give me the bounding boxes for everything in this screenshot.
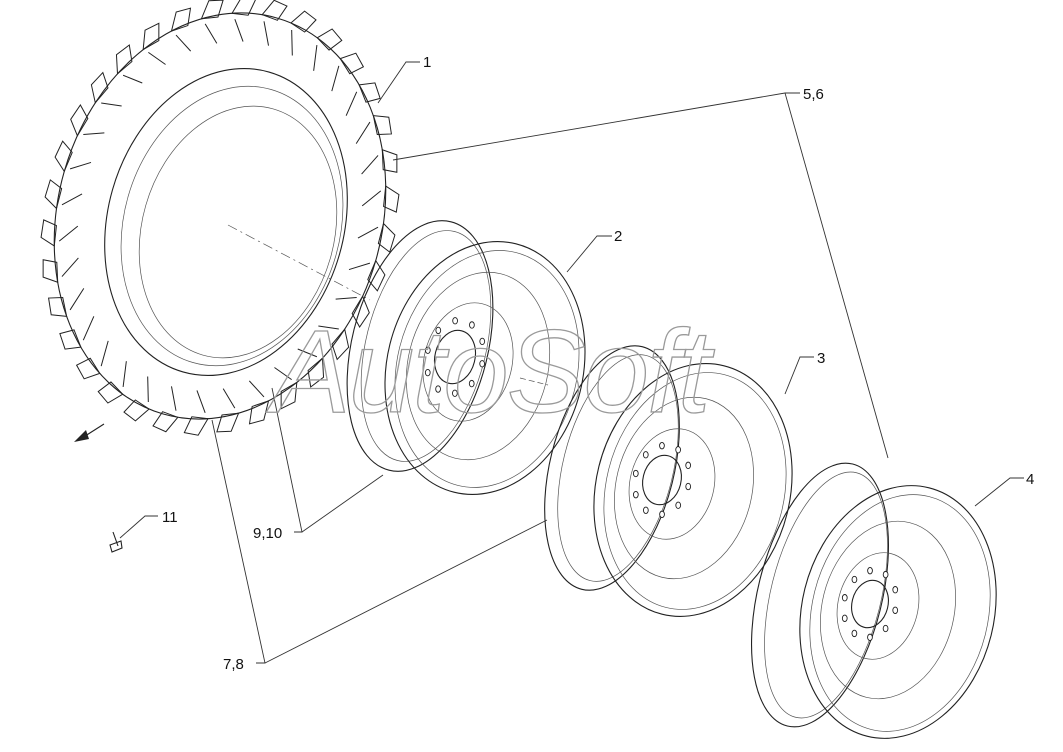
valve-bolt-11 <box>109 531 123 553</box>
tread-lug <box>361 185 400 213</box>
tread-lug <box>290 10 317 56</box>
leader-lines <box>119 61 1024 664</box>
bolt-hole <box>851 629 858 638</box>
tread-lug <box>345 82 381 116</box>
bolt-hole <box>659 510 665 518</box>
tire <box>40 0 400 436</box>
tread-lug <box>231 0 256 42</box>
direction-arrow-icon <box>74 423 105 442</box>
tread-lug <box>48 288 85 317</box>
tread-lug <box>200 0 224 44</box>
tread-lug <box>274 367 298 410</box>
tread-lug <box>70 104 105 137</box>
tread-lug <box>123 376 150 422</box>
bolt-hole <box>435 326 442 335</box>
tread-lug <box>115 44 143 84</box>
callout-7-8: 7,8 <box>223 656 244 673</box>
bolt-hole <box>851 575 858 584</box>
bolt-hole <box>642 451 649 459</box>
callout-5-6: 5,6 <box>803 86 824 103</box>
bolt-hole <box>452 389 458 397</box>
tread-lug <box>261 0 288 46</box>
tread-lug <box>348 259 386 292</box>
tread-lug <box>44 179 83 210</box>
callout-1: 1 <box>423 54 431 71</box>
tread-lug <box>331 52 365 92</box>
bolt-hole <box>675 501 682 509</box>
bolt-hole <box>424 368 431 377</box>
wheel-rim-3 <box>544 345 793 617</box>
bolt-hole <box>892 606 899 614</box>
bolt-hole <box>685 461 692 469</box>
bolt-hole <box>675 446 681 454</box>
callout-9-10: 9,10 <box>253 525 282 542</box>
bolt-hole <box>892 586 899 594</box>
bolt-hole <box>632 491 639 499</box>
tread-lug <box>183 390 209 436</box>
bolt-hole <box>841 594 848 602</box>
tread-lug <box>355 115 392 144</box>
tread-lug <box>97 361 127 404</box>
bolt-hole <box>468 379 475 388</box>
tread-lug <box>152 386 179 433</box>
tread-lug <box>54 140 92 173</box>
callout-4: 4 <box>1026 471 1034 488</box>
tread-lug <box>42 257 79 283</box>
bolt-hole <box>452 317 458 325</box>
tread-lug <box>170 7 192 52</box>
wheel-rim-4 <box>750 462 997 739</box>
callout-3: 3 <box>817 350 825 367</box>
bolt-hole <box>659 442 665 450</box>
tread-lug <box>335 295 370 328</box>
tread-lug <box>357 222 396 253</box>
bolt-hole <box>479 360 486 368</box>
tread-lug <box>142 22 166 65</box>
bolt-hole <box>479 337 486 346</box>
bolt-hole <box>882 570 889 579</box>
bolt-hole <box>643 506 649 514</box>
watermark-text: AutoSoft <box>266 306 715 438</box>
bolt-hole <box>841 614 848 622</box>
bolt-hole <box>867 567 873 575</box>
callout-2: 2 <box>614 228 622 245</box>
tread-lug <box>248 380 270 425</box>
bolt-hole <box>632 469 639 478</box>
bolt-hole <box>469 321 475 329</box>
callout-labels: 1 5,6 2 3 4 9,10 7,8 11 <box>162 54 1034 673</box>
tread-lug <box>75 340 109 380</box>
callout-11: 11 <box>162 509 178 526</box>
tread-lug <box>59 316 95 350</box>
bolt-hole <box>424 346 431 354</box>
wheel-rim-2 <box>346 220 586 495</box>
tread-lug <box>313 28 343 71</box>
bolt-hole <box>867 633 873 641</box>
tread-lug <box>40 219 79 247</box>
bolt-hole <box>882 624 889 633</box>
tread-lug <box>297 348 325 388</box>
tire-tread-lugs <box>40 0 400 436</box>
tread-lug <box>361 149 398 175</box>
bolt-hole <box>685 482 692 491</box>
tread-lug <box>216 388 240 433</box>
bolt-hole <box>435 385 441 393</box>
